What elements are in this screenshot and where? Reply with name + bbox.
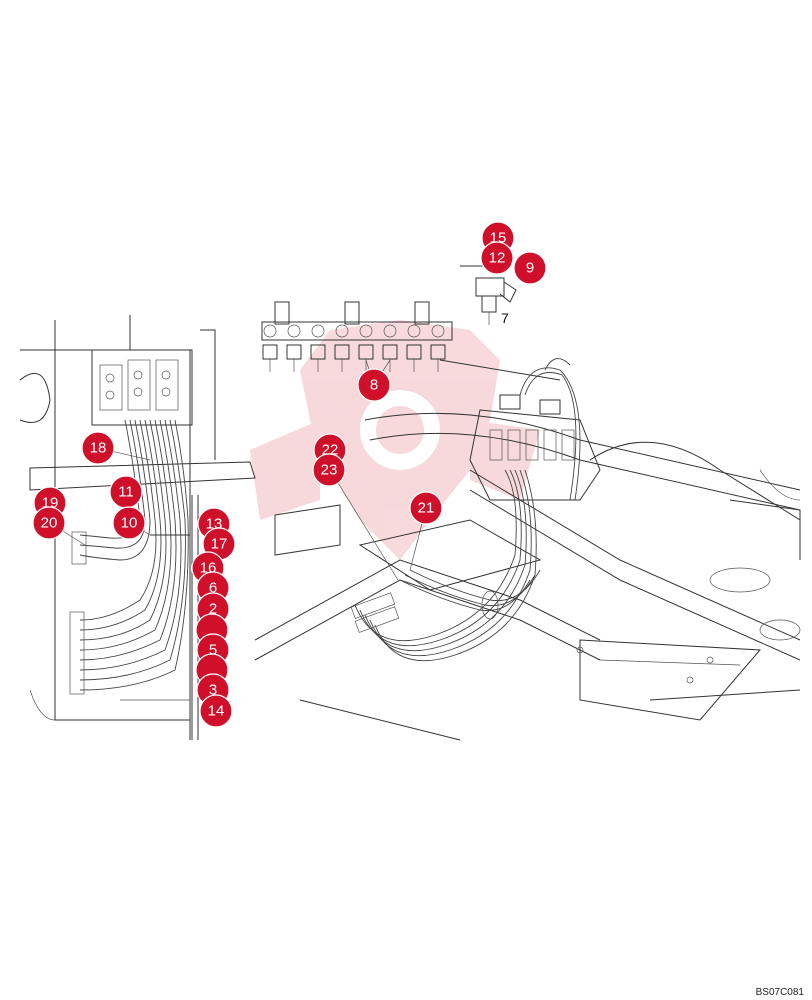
callout-20: 20 (32, 506, 66, 540)
callout-12-text: 12 (489, 250, 506, 267)
callout-18-text: 18 (90, 440, 107, 457)
callout-17-text: 17 (211, 536, 228, 553)
callout-11-text: 11 (118, 484, 134, 501)
callout-14: 14 (199, 694, 233, 728)
left-frame-structure (19, 315, 256, 740)
callout-11: 11 (109, 475, 143, 509)
callout-21-text: 21 (418, 500, 435, 517)
control-valve-block (469, 358, 601, 501)
callout-12: 12 (480, 241, 514, 275)
reference-code: BS07C081 (755, 987, 804, 998)
callout-9: 9 (513, 251, 547, 285)
callout-3-text: 3 (209, 682, 217, 699)
callout-8: 8 (357, 368, 391, 402)
label-7: 7 (501, 310, 509, 326)
callout-21: 21 (409, 491, 443, 525)
callout-2-text: 2 (209, 601, 217, 618)
callout-23: 23 (312, 453, 346, 487)
callout-14-text: 14 (208, 703, 225, 720)
callout-9-text: 9 (526, 260, 534, 277)
callout-8-text: 8 (370, 377, 378, 394)
callout-5-text: 5 (209, 642, 217, 659)
callout-10: 10 (112, 506, 146, 540)
callout-6-text: 6 (209, 580, 217, 597)
callout-10-text: 10 (121, 515, 138, 532)
callout-20-text: 20 (41, 515, 58, 532)
right-chassis-structure (254, 359, 801, 741)
watermark-logo (250, 320, 540, 560)
left-hose-bundle (69, 419, 190, 695)
center-hose-bundle (350, 469, 541, 662)
callout-23-text: 23 (321, 462, 338, 479)
callout-18: 18 (81, 431, 115, 465)
